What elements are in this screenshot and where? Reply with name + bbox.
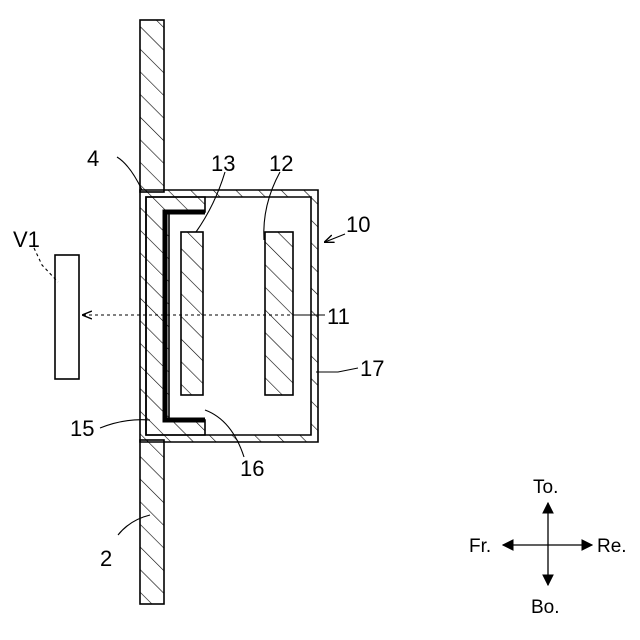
label-wall: 2 [100, 546, 112, 571]
direction-top-label: To. [533, 477, 558, 498]
leader-unit [325, 234, 345, 242]
direction-front-label: Fr. [469, 536, 491, 557]
wall-upper-segment [140, 20, 164, 192]
panel [181, 232, 203, 395]
label-panel: 13 [211, 151, 235, 176]
label-viewer: V1 [13, 227, 40, 252]
display [265, 232, 293, 395]
leader-seal [205, 410, 244, 457]
wall-lower-segment [140, 440, 164, 604]
leader-opening [117, 157, 142, 190]
direction-rear-label: Re. [597, 536, 627, 557]
label-seal: 16 [240, 456, 264, 481]
leader-edge [264, 172, 280, 240]
label-edge: 12 [269, 151, 293, 176]
label-display: 11 [327, 304, 350, 329]
viewer [55, 255, 79, 379]
label-frame: 15 [70, 416, 94, 441]
leader-housing [316, 368, 358, 372]
direction-indicator: To. Bo. Fr. Re. [469, 477, 627, 618]
direction-bottom-label: Bo. [531, 597, 560, 618]
label-unit: 10 [346, 212, 370, 237]
label-opening: 4 [87, 146, 99, 171]
label-housing: 17 [360, 356, 384, 381]
